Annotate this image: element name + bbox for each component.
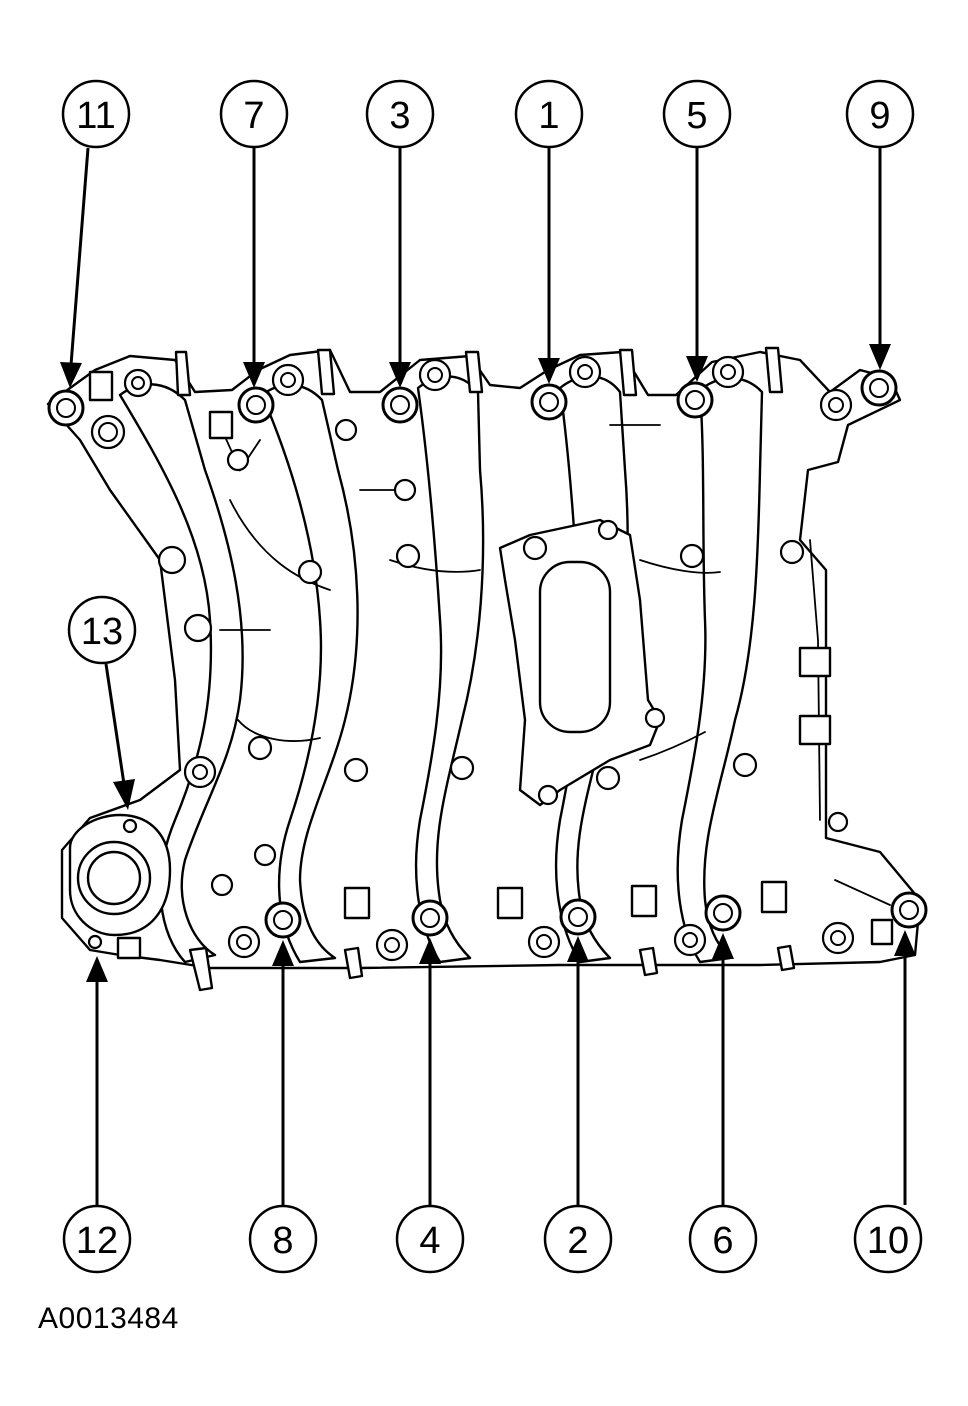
- arrowhead-9: [869, 344, 891, 370]
- bolt-2: [559, 898, 597, 936]
- callout-3: 3: [365, 79, 435, 149]
- callout-12: 12: [62, 1204, 132, 1274]
- arrowhead-2: [567, 936, 589, 962]
- figure-id: A0013484: [38, 1302, 179, 1335]
- callout-label: 6: [712, 1220, 733, 1262]
- leader-lines: [60, 147, 916, 1205]
- arrowhead-1: [538, 358, 560, 384]
- arrowhead-7: [243, 362, 265, 388]
- callout-label: 1: [538, 95, 559, 137]
- callout-9: 9: [845, 79, 915, 149]
- callout-label: 11: [76, 95, 115, 137]
- callout-label: 13: [81, 611, 123, 653]
- callout-label: 10: [867, 1220, 909, 1262]
- callout-6: 6: [688, 1204, 758, 1274]
- leader-11: [69, 147, 90, 366]
- bolt-3: [381, 386, 419, 424]
- callouts: 11 7 3 1 5 9 13 12 8 4 2 6 10: [61, 79, 923, 1274]
- callout-label: 5: [686, 95, 707, 137]
- callout-13: 13: [67, 595, 137, 665]
- arrowhead-13: [113, 779, 135, 810]
- callout-1: 1: [514, 79, 584, 149]
- arrowhead-10: [894, 930, 916, 956]
- arrowhead-8: [272, 940, 294, 966]
- bolt-8: [264, 901, 302, 939]
- callout-4: 4: [395, 1204, 465, 1274]
- bolt-6: [704, 894, 742, 932]
- bolt-9: [860, 369, 898, 407]
- arrowhead-11: [60, 362, 82, 388]
- callout-5: 5: [662, 79, 732, 149]
- bolt-4: [411, 899, 449, 937]
- arrowhead-3: [389, 362, 411, 388]
- callout-label: 12: [76, 1220, 118, 1262]
- bolt-1: [530, 383, 568, 421]
- callout-8: 8: [248, 1204, 318, 1274]
- callout-10: 10: [853, 1204, 923, 1274]
- arrowhead-4: [419, 938, 441, 964]
- intake-manifold: [46, 346, 922, 992]
- callout-label: 9: [869, 95, 890, 137]
- callout-label: 3: [389, 95, 410, 137]
- callout-2: 2: [543, 1204, 613, 1274]
- bolt-10: [890, 891, 928, 929]
- arrowhead-12: [86, 956, 108, 982]
- callout-label: 2: [567, 1220, 588, 1262]
- manifold-bolts: [47, 369, 928, 939]
- callout-7: 7: [219, 79, 289, 149]
- callout-label: 7: [243, 95, 264, 137]
- arrowhead-6: [712, 933, 734, 959]
- leader-13: [104, 663, 126, 785]
- bolt-5: [676, 381, 714, 419]
- callout-11: 11: [61, 79, 131, 149]
- arrowhead-5: [686, 356, 708, 382]
- callout-label: 4: [419, 1220, 440, 1262]
- bolt-11: [47, 389, 85, 427]
- bolt-7: [237, 386, 275, 424]
- callout-label: 8: [272, 1220, 293, 1262]
